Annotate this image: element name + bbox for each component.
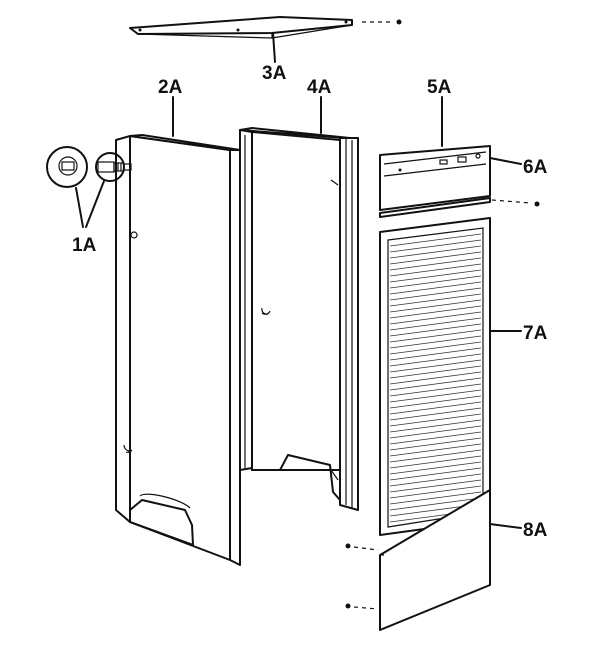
- label-7a: 7A: [523, 323, 548, 344]
- grille-line: [389, 281, 482, 295]
- screw-icon: [345, 543, 351, 549]
- grille-line: [389, 377, 482, 391]
- grille-line: [389, 437, 482, 451]
- top-plate-3a: [129, 16, 402, 39]
- grille-line: [389, 317, 482, 331]
- label-6a: 6A: [523, 157, 548, 178]
- grille-line: [389, 329, 482, 343]
- grille-line: [389, 275, 482, 289]
- grille-line: [389, 323, 482, 337]
- grille-line: [389, 491, 482, 505]
- grille-line: [389, 359, 482, 373]
- grille-line: [389, 299, 482, 313]
- label-1a: 1A: [72, 235, 97, 256]
- fitting-1a: [46, 146, 132, 228]
- screw-icon: [345, 603, 351, 609]
- grille-line: [389, 383, 482, 397]
- side-panel-2a: [115, 134, 241, 566]
- grille-line: [389, 425, 482, 439]
- grille-line: [389, 395, 482, 409]
- grille-lines: [389, 233, 482, 523]
- grille-line: [389, 407, 482, 421]
- grille-line: [389, 257, 482, 271]
- grille-line: [389, 341, 482, 355]
- grille-line: [389, 401, 482, 415]
- grille-line: [389, 371, 482, 385]
- grille-line: [389, 335, 482, 349]
- label-2a: 2A: [158, 77, 183, 98]
- screw-icon: [396, 19, 402, 25]
- grille-line: [389, 263, 482, 277]
- kick-plate-8a: [345, 489, 491, 631]
- grille-line: [389, 311, 482, 325]
- grille-line: [389, 455, 482, 469]
- back-frame-4a: [239, 127, 359, 511]
- label-5a: 5A: [427, 77, 452, 98]
- grille-line: [389, 479, 482, 493]
- grille-line: [389, 251, 482, 265]
- grille-line: [389, 485, 482, 499]
- grille-line: [389, 431, 482, 445]
- label-3a: 3A: [262, 63, 287, 84]
- label-8a: 8A: [523, 520, 548, 541]
- grille-line: [389, 473, 482, 487]
- grille-line: [389, 269, 482, 283]
- control-header-5a-6a: [379, 145, 540, 218]
- grille-line: [389, 293, 482, 307]
- label-4a: 4A: [307, 77, 332, 98]
- grille-line: [389, 497, 482, 511]
- grille-line: [389, 413, 482, 427]
- grille-line: [389, 233, 482, 247]
- grille-line: [389, 449, 482, 463]
- grille-line: [389, 419, 482, 433]
- grille-line: [389, 443, 482, 457]
- grille-line: [389, 305, 482, 319]
- grille-line: [389, 389, 482, 403]
- grille-line: [389, 461, 482, 475]
- grille-line: [389, 347, 482, 361]
- grille-line: [389, 365, 482, 379]
- grille-line: [389, 245, 482, 259]
- filter-panel-7a: [379, 217, 491, 536]
- leader-lines: [172, 32, 522, 529]
- grille-line: [389, 239, 482, 253]
- grille-line: [389, 353, 482, 367]
- screw-icon: [534, 201, 540, 207]
- grille-line: [389, 287, 482, 301]
- grille-line: [389, 467, 482, 481]
